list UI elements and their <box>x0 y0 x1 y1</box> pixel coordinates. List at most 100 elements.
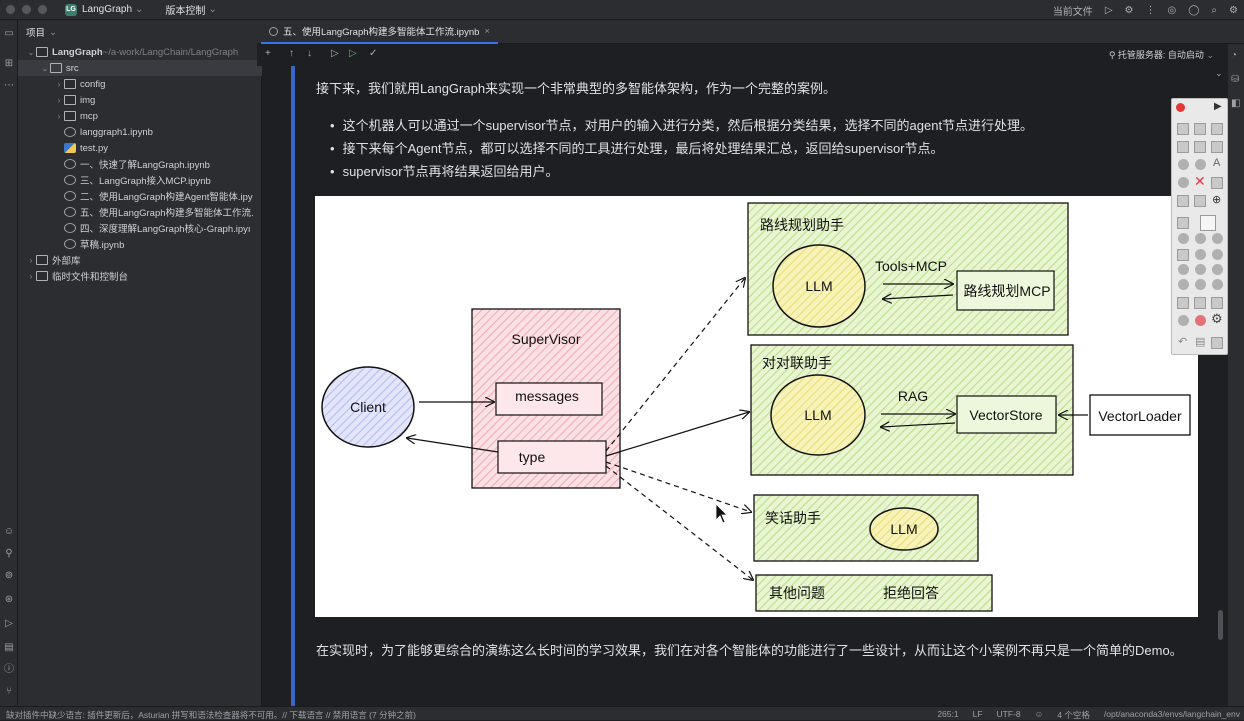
size-dot-icon[interactable] <box>1195 233 1206 244</box>
play-icon[interactable]: ▶ <box>1214 101 1222 112</box>
rect-tool-icon[interactable] <box>1194 141 1206 153</box>
tree-item[interactable]: 五、使用LangGraph构建多智能体工作流. <box>18 204 262 220</box>
tree-item[interactable]: ›mcp <box>18 108 262 124</box>
pane-divider[interactable] <box>262 20 267 706</box>
tree-item[interactable]: test.py <box>18 140 262 156</box>
swatch-icon[interactable] <box>1212 279 1223 290</box>
tab-notebook[interactable]: 五、使用LangGraph构建多智能体工作流.ipynb × <box>261 20 498 44</box>
chevron-down-icon[interactable]: ⌄ <box>41 63 49 73</box>
marker-tool-icon[interactable] <box>1177 141 1189 153</box>
chevron-down-icon[interactable]: ⌄ <box>49 26 57 38</box>
arrow-tool-icon[interactable] <box>1211 123 1223 135</box>
plugins-icon[interactable]: ☺ <box>3 526 15 537</box>
undo-icon[interactable]: ↶ <box>1178 336 1188 348</box>
tree-item[interactable]: 四、深度理解LangGraph核心-Graph.ipyı <box>18 220 262 236</box>
swatch-icon[interactable] <box>1177 249 1189 261</box>
move-down-icon[interactable]: ↓ <box>307 48 312 59</box>
color-picker-icon[interactable] <box>1195 315 1206 326</box>
run-config[interactable]: 当前文件 <box>1052 6 1093 18</box>
tree-item[interactable]: 草稿.ipynb <box>18 236 262 252</box>
size-dot-icon[interactable] <box>1178 233 1189 244</box>
problems-icon[interactable]: ⓘ <box>4 664 14 675</box>
tree-item[interactable]: 二、使用LangGraph构建Agent智能体.ipy <box>18 188 262 204</box>
tree-item[interactable]: ⌄LangGraph ~/a-work/LangChain/LangGraph <box>18 44 262 60</box>
chevron-right-icon[interactable]: › <box>57 95 61 105</box>
chevron-down-icon[interactable]: ⌄ <box>135 4 144 15</box>
python-packages-icon[interactable]: ⚲ <box>5 548 13 559</box>
opacity-icon[interactable] <box>1178 315 1189 326</box>
swatch-icon[interactable] <box>1212 264 1223 275</box>
chevron-right-icon[interactable]: › <box>29 255 33 265</box>
chevron-right-icon[interactable]: › <box>57 79 61 89</box>
clear-output-icon[interactable]: ✓ <box>369 48 378 59</box>
size-dot-icon[interactable] <box>1212 233 1223 244</box>
move-up-icon[interactable]: ↑ <box>289 48 294 59</box>
tree-item[interactable]: langgraph1.ipynb <box>18 124 262 140</box>
folder-icon[interactable]: ▭ <box>4 28 14 39</box>
color-swatch[interactable] <box>1200 215 1216 231</box>
line-separator[interactable]: LF <box>972 709 983 719</box>
structure-icon[interactable]: ⊞ <box>4 58 14 69</box>
account-icon[interactable]: ◯ <box>1188 4 1200 16</box>
debug-icon[interactable]: ⚙ <box>1124 4 1134 16</box>
zoom-icon[interactable]: ⊕ <box>1212 194 1222 206</box>
add-cell-icon[interactable]: + <box>265 48 271 59</box>
python-interpreter[interactable]: /opt/anaconda3/envs/langchain_env <box>1103 709 1240 719</box>
crop-tool-icon[interactable] <box>1211 177 1223 189</box>
swatch-icon[interactable] <box>1178 279 1189 290</box>
settings-icon[interactable]: ⚙ <box>1229 4 1238 16</box>
markdown-cell[interactable]: 接下来，我们就用LangGraph来实现一个非常典型的多智能体架构，作为一个完整… <box>300 66 1212 706</box>
chevron-down-icon[interactable]: ⌄ <box>208 4 217 15</box>
services-icon[interactable]: ⊚ <box>4 570 14 581</box>
pen-tool-icon[interactable] <box>1177 123 1189 135</box>
tree-item[interactable]: ›外部库 <box>18 252 262 268</box>
vcs-menu[interactable]: 版本控制 <box>165 6 206 17</box>
eraser-tool-icon[interactable] <box>1194 195 1206 207</box>
tree-item[interactable]: 三、LangGraph接入MCP.ipynb <box>18 172 262 188</box>
sciview-icon[interactable]: ◧ <box>1231 98 1241 109</box>
tree-item[interactable]: ›临时文件和控制台 <box>18 268 262 284</box>
search-icon[interactable]: ⌕ <box>1211 4 1218 16</box>
window-controls[interactable] <box>6 5 47 14</box>
record-icon[interactable] <box>1176 103 1185 112</box>
line-tool-icon[interactable] <box>1194 123 1206 135</box>
chevron-down-icon[interactable]: ⌄ <box>27 47 35 57</box>
clear-icon[interactable]: ✕ <box>1194 173 1206 189</box>
screenshot-icon[interactable] <box>1211 337 1223 349</box>
run-icon[interactable]: ▷ <box>1104 4 1113 16</box>
git-icon[interactable]: ⑂ <box>6 686 12 697</box>
run-all-icon[interactable]: ▷ <box>349 48 357 59</box>
caret-position[interactable]: 265:1 <box>937 709 959 719</box>
close-icon[interactable]: × <box>484 25 490 37</box>
text-tool-icon[interactable]: A <box>1213 157 1221 169</box>
stroke-thin-icon[interactable] <box>1177 217 1189 229</box>
more-icon[interactable]: ⋮ <box>1145 4 1156 16</box>
ai-assistant-icon[interactable]: ☺ <box>1034 709 1044 719</box>
run-cell-icon[interactable]: ▷ <box>331 48 339 59</box>
file-encoding[interactable]: UTF-8 <box>996 709 1021 719</box>
trash-icon[interactable]: ▤ <box>1195 336 1206 348</box>
swatch-icon[interactable] <box>1195 264 1206 275</box>
kernel-status[interactable]: ⚲ 托管服务器: 自动启动 ⌄ <box>1108 50 1214 60</box>
chevron-right-icon[interactable]: › <box>57 111 61 121</box>
disable-icon[interactable] <box>1211 297 1223 309</box>
tree-item[interactable]: ⌄src <box>18 60 262 76</box>
pointer-tool-icon[interactable] <box>1177 195 1189 207</box>
swatch-icon[interactable] <box>1195 249 1206 260</box>
chevron-down-icon[interactable]: ⌄ <box>1215 68 1223 78</box>
ellipse-tool-icon[interactable] <box>1211 141 1223 153</box>
notifications-icon[interactable]: ◔ <box>1231 50 1238 61</box>
run-icon[interactable]: ▷ <box>5 618 13 629</box>
more-tools-icon[interactable]: ⋯ <box>4 80 14 91</box>
swatch-icon[interactable] <box>1178 264 1189 275</box>
settings-icon[interactable]: ⚙ <box>1211 311 1223 326</box>
swatch-icon[interactable] <box>1195 279 1206 290</box>
fill-ellipse-icon[interactable] <box>1195 159 1206 170</box>
project-switcher[interactable]: LangGraph <box>82 4 133 15</box>
fill-rect-icon[interactable] <box>1178 159 1189 170</box>
python-console-icon[interactable]: ⊛ <box>4 594 14 605</box>
blur-tool-icon[interactable] <box>1178 177 1189 188</box>
status-message[interactable]: 缺对插件中缺少语言: 插件更新后，Asturian 拼写和语法检查器将不可用。/… <box>6 710 416 720</box>
tree-item[interactable]: ›img <box>18 92 262 108</box>
align-icon[interactable] <box>1177 297 1189 309</box>
